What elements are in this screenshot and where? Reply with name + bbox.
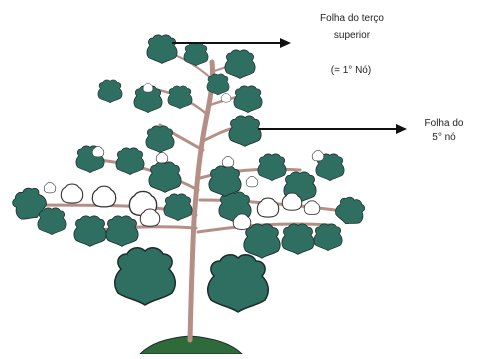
boll: [221, 94, 231, 103]
arrow-fifth-leaf: [258, 124, 407, 134]
leaf: [116, 148, 144, 175]
leaf: [332, 194, 368, 229]
leaf: [225, 50, 255, 79]
label-top-leaf-line1: Folha do terço: [282, 12, 422, 25]
leaf: [244, 224, 280, 258]
leaf: [258, 154, 286, 181]
boll: [304, 201, 320, 215]
boll: [156, 153, 168, 163]
leaf: [98, 80, 122, 103]
leaf: [207, 74, 229, 95]
leaf: [184, 43, 208, 66]
label-top-leaf-line2: superior: [282, 29, 422, 42]
leaf: [106, 216, 138, 247]
leaf: [168, 86, 192, 109]
leaf: [282, 224, 314, 255]
leaf: [38, 208, 66, 235]
boll: [61, 184, 82, 203]
leaf: [164, 194, 192, 221]
leaf-lower-left: [115, 248, 176, 305]
boll: [92, 186, 115, 207]
leaf: [146, 126, 174, 153]
boll: [44, 183, 56, 193]
leaf: [149, 162, 181, 193]
leaf: [74, 216, 106, 247]
boll: [143, 84, 153, 93]
boll: [246, 177, 258, 187]
label-top-leaf-node: (= 1° Nó): [296, 64, 406, 77]
leaf: [314, 224, 342, 251]
boll: [312, 151, 324, 161]
boll: [222, 157, 234, 167]
leaf-lower-right: [208, 255, 269, 312]
label-fifth-leaf-line1: Folha do: [412, 117, 476, 130]
leaf-top-third: [147, 35, 177, 64]
label-fifth-leaf-line2: 5° nó: [412, 131, 476, 144]
leaf: [209, 166, 241, 197]
leaf: [234, 86, 262, 113]
leaf-fifth-node: [229, 116, 261, 147]
